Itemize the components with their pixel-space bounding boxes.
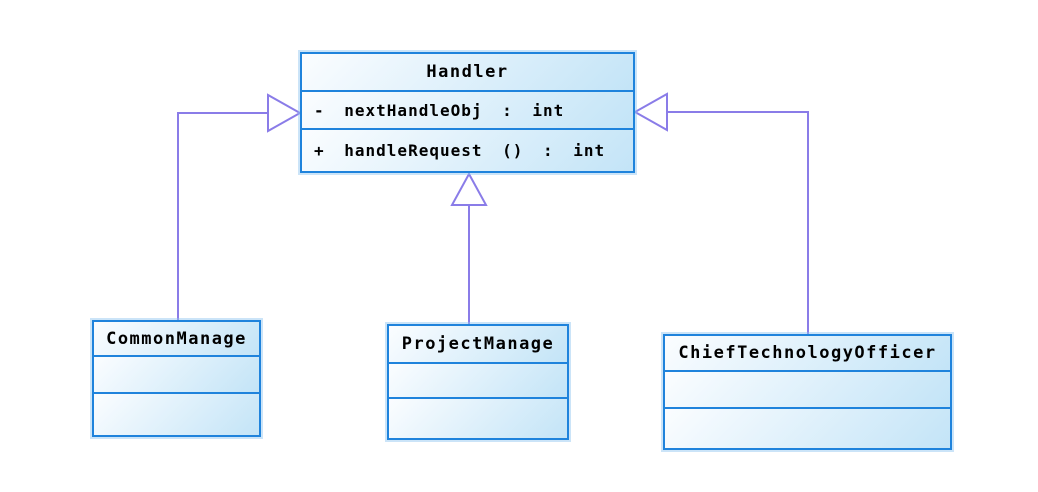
class-name-projectmanage: ProjectManage xyxy=(389,326,567,362)
class-name-handler: Handler xyxy=(302,54,633,90)
commonmanage-attributes-compartment xyxy=(94,355,259,392)
projectmanage-attributes-compartment xyxy=(389,362,567,397)
class-box-handler: Handler - nextHandleObj : int + handleRe… xyxy=(300,52,635,173)
handler-methods-compartment: + handleRequest () : int xyxy=(302,128,633,171)
class-box-chieftechnologyofficer: ChiefTechnologyOfficer xyxy=(663,334,952,450)
method-handlerequest: + handleRequest () : int xyxy=(314,141,606,160)
generalization-line xyxy=(177,112,268,320)
cto-attributes-compartment xyxy=(665,370,950,407)
generalization-projectmanage-to-handler xyxy=(450,171,488,324)
handler-attributes-compartment: - nextHandleObj : int xyxy=(302,90,633,128)
class-box-projectmanage: ProjectManage xyxy=(387,324,569,440)
generalization-triangle-icon xyxy=(267,93,303,133)
commonmanage-methods-compartment xyxy=(94,392,259,435)
generalization-commonmanage-to-handler xyxy=(177,93,303,320)
projectmanage-methods-compartment xyxy=(389,397,567,438)
generalization-line xyxy=(667,111,809,334)
class-name-chieftechnologyofficer: ChiefTechnologyOfficer xyxy=(665,336,950,370)
generalization-cto-to-handler xyxy=(632,92,809,334)
attribute-nexthandleobj: - nextHandleObj : int xyxy=(314,100,565,120)
generalization-triangle-icon xyxy=(450,171,488,206)
generalization-triangle-icon xyxy=(632,92,668,132)
class-box-commonmanage: CommonManage xyxy=(92,320,261,437)
class-name-commonmanage: CommonManage xyxy=(94,322,259,355)
cto-methods-compartment xyxy=(665,407,950,448)
